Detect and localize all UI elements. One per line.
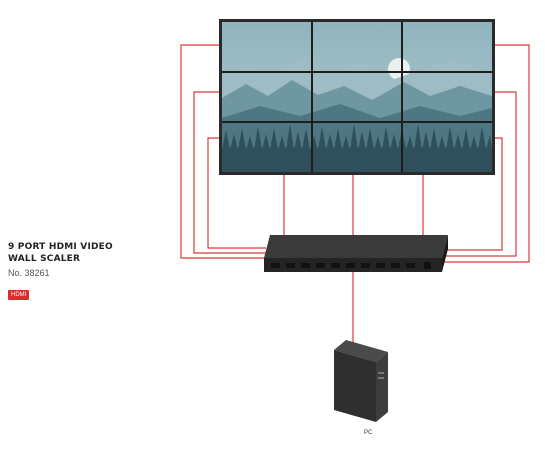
hdmi-badge: HDMI <box>8 290 30 300</box>
pc-tower-icon <box>334 340 388 422</box>
hdmi-cables-right <box>444 44 530 263</box>
pc-label: PC <box>364 430 373 436</box>
product-title-line1: 9 PORT HDMI VIDEO <box>8 242 113 252</box>
moon <box>388 58 410 80</box>
product-title: 9 PORT HDMI VIDEO WALL SCALER <box>8 241 113 265</box>
hdmi-cables-center <box>283 172 424 236</box>
video-wall <box>219 19 495 175</box>
wall-bezels <box>222 22 492 172</box>
hdmi-cables-left <box>180 44 266 259</box>
product-model: No. 38261 <box>8 268 50 278</box>
scaler-ports <box>271 262 431 269</box>
video-wall-scaler <box>264 235 448 272</box>
product-title-line2: WALL SCALER <box>8 254 81 264</box>
forest <box>222 124 492 172</box>
